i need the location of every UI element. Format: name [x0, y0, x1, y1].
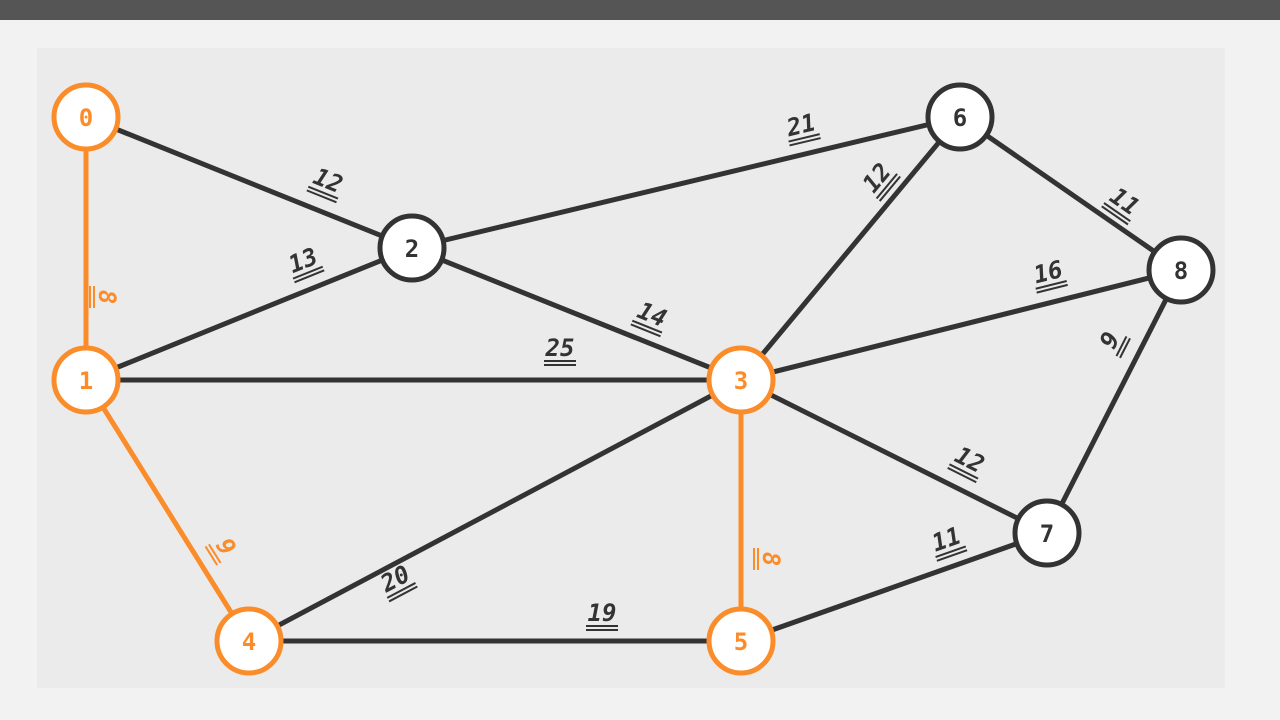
edge-weight-underline-0-1	[89, 286, 95, 308]
edge-weight-underline-1-2	[292, 265, 325, 284]
edge-7-8	[1044, 268, 1184, 535]
edge-weight-underline-3-4	[386, 582, 418, 603]
edge-weight-underline-3-5	[753, 548, 759, 570]
edge-2-6	[411, 114, 961, 251]
edge-weight-text-1-4: 9	[210, 533, 241, 560]
node-6: 6	[925, 82, 995, 152]
edge-weight-underline-3-7	[947, 463, 979, 484]
node-1: 1	[51, 345, 121, 415]
edge-weight-underline-1-3	[544, 360, 576, 366]
edge-weight-underline-1-4	[204, 543, 222, 566]
node-circle-1	[51, 345, 121, 415]
edge-weight-underline-6-8	[1101, 202, 1131, 226]
edge-1-2	[85, 245, 413, 383]
edge-weight-underline-2-6	[788, 133, 821, 147]
edge-weight-3-5: 8	[753, 548, 785, 570]
node-label-0: 0	[79, 104, 93, 132]
edge-weight-2-6: 21	[783, 108, 821, 147]
node-label-3: 3	[734, 367, 748, 395]
edge-weight-0-2: 12	[306, 162, 347, 204]
node-label-5: 5	[734, 628, 748, 656]
node-circle-6	[925, 82, 995, 152]
node-label-1: 1	[79, 367, 93, 395]
node-circle-7	[1012, 498, 1082, 568]
edge-weight-underline-0-2	[306, 185, 339, 204]
edge-5-7	[740, 530, 1048, 644]
node-3: 3	[706, 345, 776, 415]
edge-2-3	[411, 245, 742, 383]
node-label-8: 8	[1174, 257, 1188, 285]
node-label-4: 4	[242, 628, 256, 656]
node-0: 0	[51, 82, 121, 152]
node-label-2: 2	[405, 235, 419, 263]
edge-weight-1-4: 9	[204, 533, 241, 566]
edge-weight-text-2-6: 21	[783, 108, 819, 142]
edge-weight-text-3-5: 8	[757, 552, 785, 566]
edge-weight-7-8: 9	[1094, 328, 1131, 359]
edge-weight-2-3: 14	[630, 296, 671, 338]
edge-weight-underline-5-7	[935, 545, 968, 562]
edge-weight-text-4-5: 19	[588, 599, 617, 627]
node-8: 8	[1146, 235, 1216, 305]
node-5: 5	[706, 606, 776, 676]
node-label-6: 6	[953, 104, 967, 132]
edge-weight-4-5: 19	[586, 599, 618, 631]
edge-weight-text-3-4: 20	[375, 560, 415, 599]
node-circle-8	[1146, 235, 1216, 305]
edge-3-7	[739, 377, 1049, 536]
edge-3-4	[247, 377, 743, 644]
edge-weight-1-3: 25	[544, 334, 576, 366]
edge-weight-3-4: 20	[375, 560, 418, 603]
node-circle-3	[706, 345, 776, 415]
edge-weight-underline-4-5	[586, 625, 618, 631]
edge-weight-text-3-6: 12	[857, 158, 897, 198]
node-circle-4	[214, 606, 284, 676]
node-label-7: 7	[1040, 520, 1054, 548]
edge-weight-text-1-3: 25	[545, 334, 575, 362]
edge-weight-text-3-8: 16	[1031, 255, 1066, 289]
edge-3-6	[739, 115, 962, 382]
edge-weight-5-7: 11	[928, 521, 968, 562]
edge-3-8	[740, 267, 1182, 383]
edge-weight-3-7: 12	[947, 441, 989, 484]
graph-canvas	[37, 48, 1225, 688]
edge-6-8	[958, 114, 1183, 273]
edge-weight-underline-3-6	[875, 173, 901, 202]
top-bar	[0, 0, 1280, 20]
edge-weight-underline-2-3	[630, 319, 663, 338]
edge-1-4	[83, 378, 252, 643]
node-4: 4	[214, 606, 284, 676]
node-circle-5	[706, 606, 776, 676]
edge-0-2	[85, 114, 413, 251]
edge-weight-1-2: 13	[284, 242, 325, 284]
edge-weight-underline-3-8	[1035, 280, 1068, 294]
node-7: 7	[1012, 498, 1082, 568]
node-2: 2	[377, 213, 447, 283]
edge-weight-underline-7-8	[1115, 336, 1131, 359]
edges-layer	[83, 114, 1184, 644]
edge-weight-text-0-1: 8	[93, 290, 121, 304]
edge-weight-0-1: 8	[89, 286, 121, 308]
node-circle-2	[377, 213, 447, 283]
node-circle-0	[51, 82, 121, 152]
edge-weight-text-6-8: 11	[1105, 182, 1145, 221]
edge-weight-3-8: 16	[1031, 255, 1068, 294]
